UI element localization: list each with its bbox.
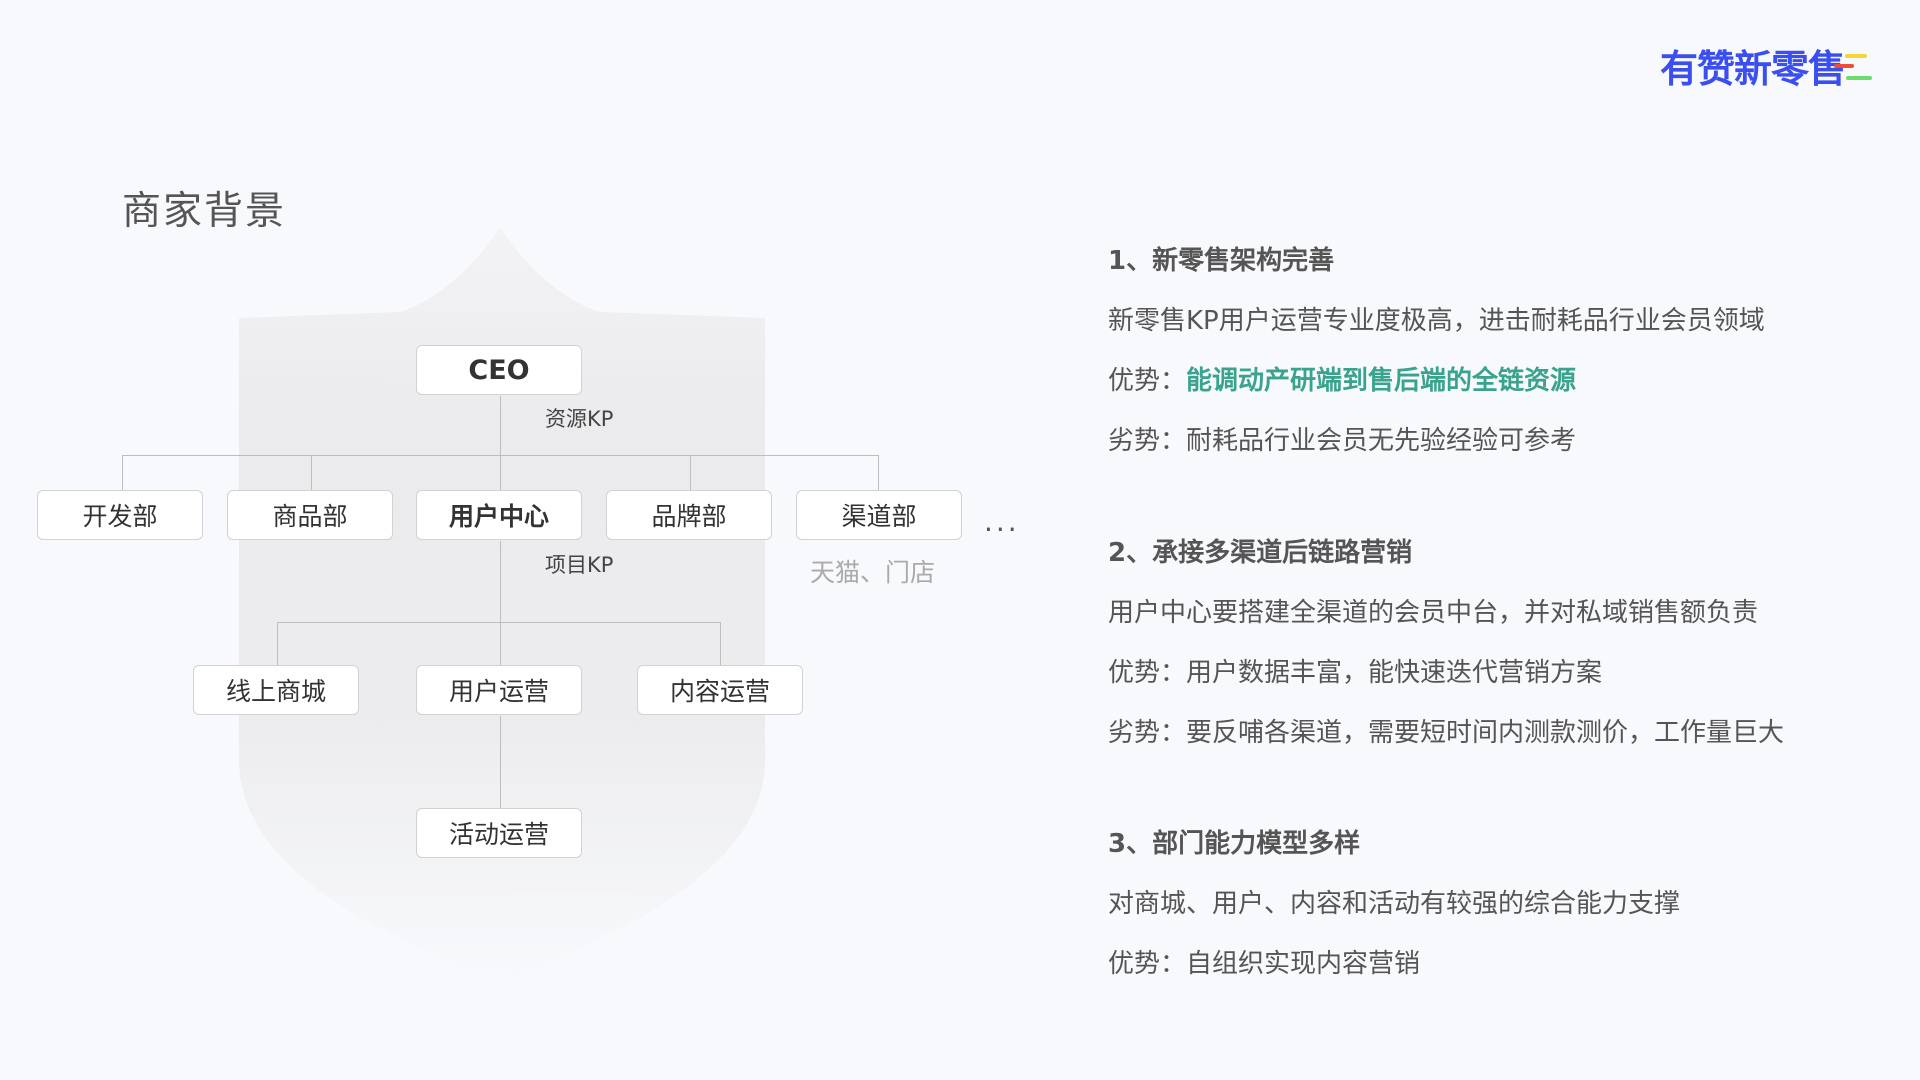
connector-line — [690, 455, 691, 490]
logo-text: 有赞新零售 — [1660, 47, 1846, 91]
more-departments-ellipsis: ... — [984, 505, 1020, 538]
logo-stripe-red — [1834, 64, 1854, 68]
connector-line — [311, 455, 312, 490]
section-2-cons: 劣势：要反哺各渠道，需要短时间内测款测价，工作量巨大 — [1108, 718, 1785, 748]
connector-line — [500, 541, 501, 665]
org-node-user-center: 用户中心 — [416, 490, 582, 540]
org-node-ceo: CEO — [416, 345, 582, 395]
resource-kp-label: 资源KP — [545, 407, 614, 431]
connector-line — [500, 396, 501, 491]
section-1-cons: 劣势：耐耗品行业会员无先验经验可参考 — [1108, 426, 1577, 456]
section-3-pros: 优势：自组织实现内容营销 — [1108, 949, 1421, 979]
section-2-heading: 2、承接多渠道后链路营销 — [1108, 538, 1413, 568]
org-node-event-ops: 活动运营 — [416, 808, 582, 858]
page-title: 商家背景 — [122, 189, 287, 234]
org-node-user-ops: 用户运营 — [416, 665, 582, 715]
connector-line — [122, 455, 123, 490]
project-kp-label: 项目KP — [545, 553, 614, 577]
connector-line — [720, 622, 721, 665]
channel-note: 天猫、门店 — [810, 558, 936, 587]
section-1-desc: 新零售KP用户运营专业度极高，进击耐耗品行业会员领域 — [1108, 306, 1765, 336]
connector-line — [122, 455, 879, 456]
org-node-content-ops: 内容运营 — [637, 665, 803, 715]
logo-stripe-green — [1846, 76, 1872, 80]
connector-line — [878, 455, 879, 490]
connector-line — [277, 622, 278, 665]
org-node-online-mall: 线上商城 — [193, 665, 359, 715]
org-node-product: 商品部 — [227, 490, 393, 540]
connector-line — [500, 716, 501, 808]
section-1-pros: 优势：能调动产研端到售后端的全链资源 — [1108, 366, 1577, 396]
connector-line — [277, 622, 721, 623]
org-node-dev: 开发部 — [37, 490, 203, 540]
logo-stripe-yellow — [1845, 54, 1867, 58]
brand-logo: 有赞新零售 — [1660, 38, 1846, 93]
section-1-heading: 1、新零售架构完善 — [1108, 246, 1335, 276]
section-2-pros: 优势：用户数据丰富，能快速迭代营销方案 — [1108, 658, 1603, 688]
section-3-desc: 对商城、用户、内容和活动有较强的综合能力支撑 — [1108, 889, 1681, 919]
org-node-channel: 渠道部 — [796, 490, 962, 540]
section-3-heading: 3、部门能力模型多样 — [1108, 829, 1361, 859]
pros-highlight: 能调动产研端到售后端的全链资源 — [1186, 366, 1577, 396]
org-node-brand: 品牌部 — [606, 490, 772, 540]
section-2-desc: 用户中心要搭建全渠道的会员中台，并对私域销售额负责 — [1108, 598, 1759, 628]
